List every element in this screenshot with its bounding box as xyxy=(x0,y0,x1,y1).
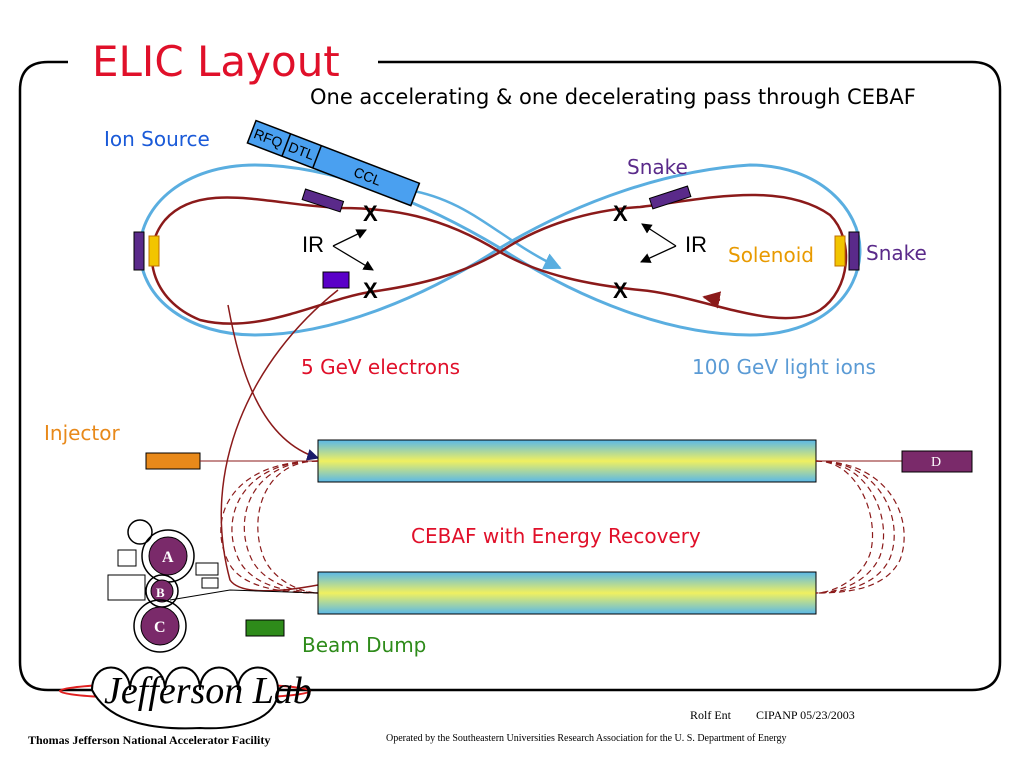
experimental-halls: A B C xyxy=(107,519,319,653)
electron-ring xyxy=(150,193,848,325)
ir-label-left: IR xyxy=(302,232,324,257)
hall-c-label: C xyxy=(154,619,166,636)
page-title: ELIC Layout xyxy=(92,37,340,86)
snake-magnet-right xyxy=(848,231,860,271)
jefferson-lab-logo: Jefferson Lab xyxy=(59,666,312,730)
beam-dump-label: Beam Dump xyxy=(302,633,426,657)
footer-conference: CIPANP 05/23/2003 xyxy=(756,708,855,722)
recirculation-arcs-left xyxy=(220,460,319,594)
injector-label: Injector xyxy=(44,421,121,445)
hall-c-circle xyxy=(140,606,180,646)
footer-operated-by: Operated by the Southeastern Universitie… xyxy=(386,733,787,744)
ir-arrow-right-up xyxy=(641,223,677,247)
ir-x-bottom-right: X xyxy=(613,278,628,303)
hall-b-circle xyxy=(150,579,174,603)
ions-label: 100 GeV light ions xyxy=(692,355,876,379)
dump-d-box xyxy=(901,450,973,473)
snake-magnet-top-right xyxy=(648,185,692,210)
hall-a-circle xyxy=(148,536,188,576)
cebaf-linac-north xyxy=(317,439,817,483)
ir-arrow-left-up xyxy=(332,229,367,247)
ir-x-top-left: X xyxy=(363,201,378,226)
slide-frame xyxy=(18,60,1002,692)
snake-magnet-left xyxy=(133,231,145,271)
ir-label-right: IR xyxy=(685,232,707,257)
solenoid-right xyxy=(834,235,846,267)
facility-name: Thomas Jefferson National Accelerator Fa… xyxy=(28,733,270,747)
beam-dump-box xyxy=(245,619,285,637)
ir-arrow-left-down xyxy=(332,245,374,271)
electron-transfer-line-1 xyxy=(227,304,320,461)
recirculation-arcs-right xyxy=(815,460,905,594)
solenoid-left xyxy=(148,235,160,267)
subtitle: One accelerating & one decelerating pass… xyxy=(310,85,916,109)
ion-injection-line xyxy=(407,188,562,270)
solenoid-bottom-left xyxy=(322,271,350,289)
cebaf-label: CEBAF with Energy Recovery xyxy=(411,524,701,548)
ir-x-bottom-left: X xyxy=(363,278,378,303)
electron-direction-arrow xyxy=(702,291,722,309)
hall-b-label: B xyxy=(156,585,165,600)
ir-x-top-right: X xyxy=(613,201,628,226)
solenoid-label: Solenoid xyxy=(728,243,814,267)
snake-label-top: Snake xyxy=(627,155,688,179)
snake-label-right: Snake xyxy=(866,241,927,265)
ion-source-label: Ion Source xyxy=(104,127,210,151)
hall-a-label: A xyxy=(162,549,174,566)
injector-box xyxy=(145,452,201,470)
footer-author: Rolf Ent xyxy=(690,708,732,722)
dump-d-label: D xyxy=(931,455,941,470)
cebaf-linac-south xyxy=(317,571,817,615)
ir-arrow-right-down xyxy=(640,245,677,263)
ion-ring xyxy=(138,163,862,337)
ion-linac: RFQ DTL CCL xyxy=(246,119,421,207)
electrons-label: 5 GeV electrons xyxy=(301,355,460,379)
logo-wordmark: Jefferson Lab xyxy=(104,670,312,712)
snake-magnet-top-left xyxy=(301,188,345,213)
